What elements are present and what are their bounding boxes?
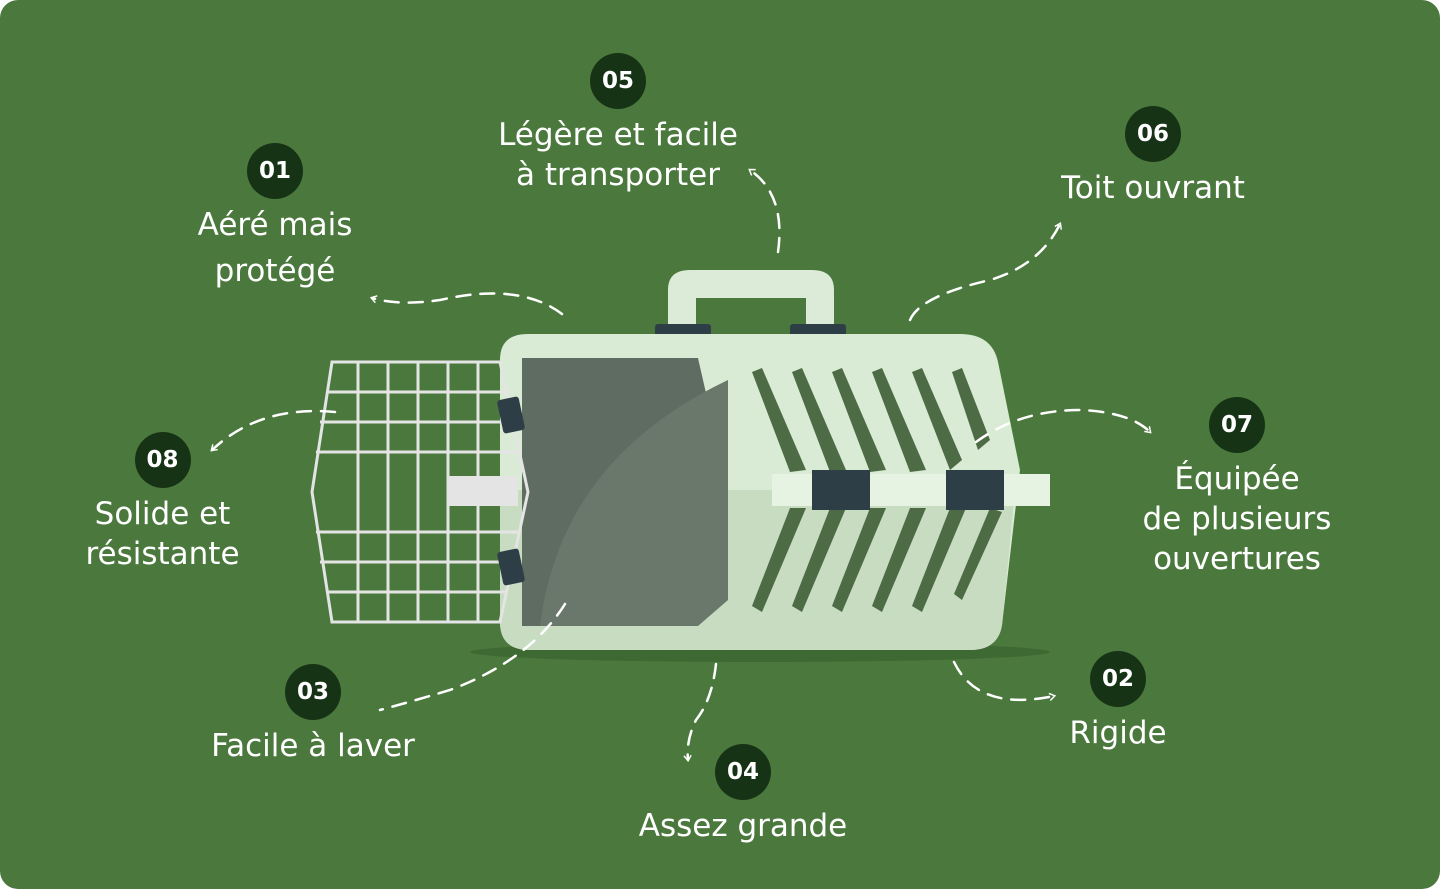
- door-hinge-bottom: [497, 548, 525, 586]
- arrow-05: [748, 168, 781, 254]
- rail-clip-left: [812, 470, 870, 510]
- feature-07-line2: de plusieurs: [1142, 501, 1332, 537]
- badge-03: 03: [285, 664, 341, 720]
- feature-08: 08 Solide et résistante: [40, 432, 285, 574]
- arrow-07: [974, 408, 1152, 444]
- feature-05-line1: Légère et facile: [498, 117, 738, 153]
- feature-01-line2: protégé: [214, 253, 336, 289]
- carrier-body: [500, 334, 1050, 650]
- feature-07-line1: Équipée: [1174, 461, 1300, 497]
- badge-04: 04: [715, 744, 771, 800]
- badge-08: 08: [134, 432, 191, 488]
- badge-06: 06: [1125, 106, 1181, 162]
- door-hinge-top: [497, 396, 525, 434]
- feature-04-line1: Assez grande: [638, 808, 848, 844]
- feature-04: 04 Assez grande: [613, 744, 873, 846]
- arrow-01: [369, 292, 564, 316]
- feature-07: 07 Équipée de plusieurs ouvertures: [1112, 397, 1362, 579]
- feature-06-line1: Toit ouvrant: [1061, 170, 1245, 206]
- feature-08-line2: résistante: [85, 536, 240, 572]
- feature-03-line1: Facile à laver: [211, 728, 415, 764]
- feature-03: 03 Facile à laver: [178, 664, 448, 766]
- feature-01-line1: Aéré mais: [197, 207, 353, 243]
- rail-clip-right: [946, 470, 1004, 510]
- feature-02-line1: Rigide: [1069, 715, 1167, 751]
- grille-door: [310, 360, 530, 624]
- badge-07: 07: [1209, 397, 1265, 453]
- arrow-04: [683, 662, 718, 763]
- arrow-03: [378, 602, 567, 712]
- feature-08-line1: Solide et: [94, 496, 231, 532]
- handle-clip-left: [655, 324, 711, 336]
- feature-06: 06 Toit ouvrant: [1028, 106, 1278, 208]
- feature-05-line2: à transporter: [516, 157, 720, 193]
- feature-01: 01 Aéré mais protégé: [150, 143, 400, 291]
- arrow-06: [908, 222, 1062, 322]
- badge-02: 02: [1090, 651, 1146, 707]
- ventilation-slots: [752, 368, 1002, 612]
- handle-clip-right: [790, 324, 846, 336]
- badge-01: 01: [247, 143, 303, 199]
- feature-02: 02 Rigide: [1018, 651, 1218, 753]
- carrier-handle: [655, 270, 846, 336]
- arrow-02: [952, 660, 1057, 702]
- badge-05: 05: [590, 53, 646, 109]
- feature-07-line3: ouvertures: [1153, 541, 1321, 577]
- feature-05: 05 Légère et facile à transporter: [468, 53, 768, 195]
